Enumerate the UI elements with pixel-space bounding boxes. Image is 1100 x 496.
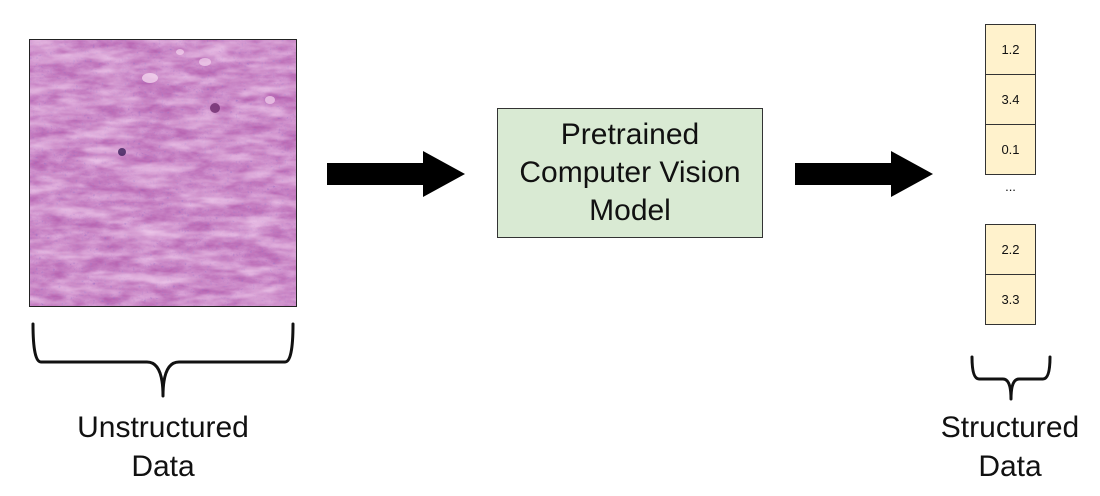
arrow-icon xyxy=(327,151,467,197)
vector-cell: 3.4 xyxy=(985,74,1036,125)
model-label-line: Model xyxy=(589,194,671,227)
unstructured-data-label: Unstructured Data xyxy=(22,408,304,486)
ellipsis: ... xyxy=(1005,179,1016,194)
histology-image xyxy=(29,39,297,307)
vector-cell: 0.1 xyxy=(985,124,1036,175)
model-label-line: Pretrained xyxy=(560,118,700,151)
structured-data-label: Structured Data xyxy=(920,408,1100,486)
label-line: Structured xyxy=(940,411,1080,444)
model-label-line: Computer Vision xyxy=(519,156,741,189)
vector-cell: 1.2 xyxy=(985,24,1036,75)
brace-icon xyxy=(29,322,297,400)
vector-cell: 2.2 xyxy=(985,224,1036,275)
model-box: Pretrained Computer Vision Model xyxy=(497,108,763,238)
brace-icon xyxy=(969,355,1053,401)
vector-cell: 3.3 xyxy=(985,274,1036,325)
label-line: Unstructured xyxy=(77,411,249,444)
tissue-texture xyxy=(30,40,296,306)
label-line: Data xyxy=(978,450,1042,483)
arrow-icon xyxy=(795,151,935,197)
label-line: Data xyxy=(131,450,195,483)
